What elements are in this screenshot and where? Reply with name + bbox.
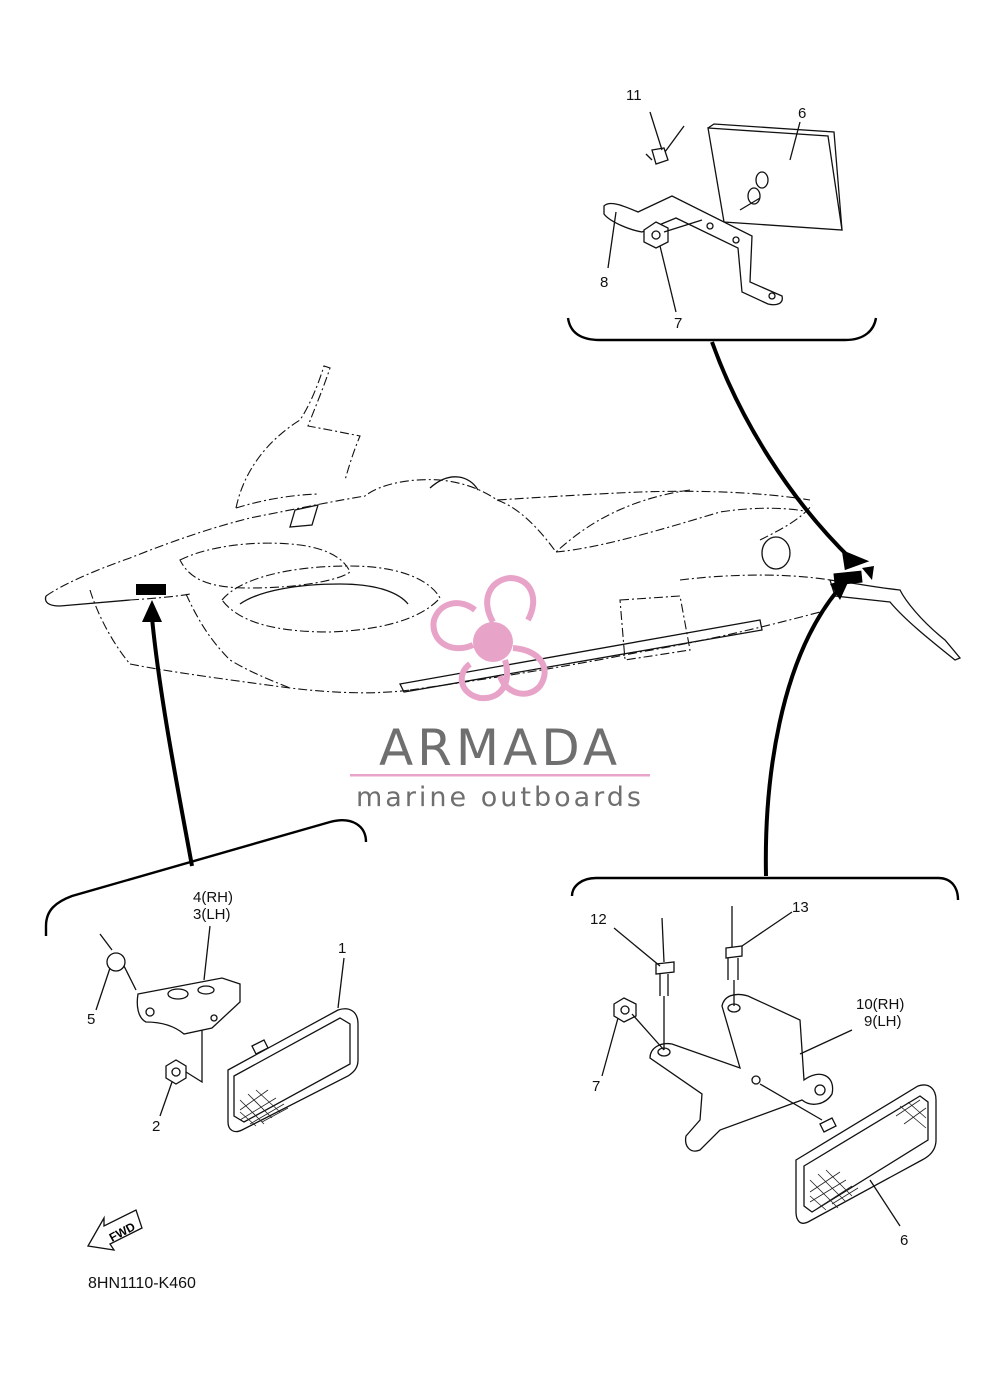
fwd-arrow-icon: FWD [86, 1209, 143, 1251]
watermark-subtitle: marine outboards [356, 782, 644, 813]
watermark-logo: ARMADA marine outboards [350, 574, 650, 813]
callout-2: 2 [152, 1118, 160, 1135]
callout-11: 11 [626, 87, 642, 104]
callout-10-rh: 10(RH) [856, 996, 904, 1013]
callout-7-bottom: 7 [592, 1078, 600, 1095]
callout-12: 12 [590, 911, 607, 928]
callout-4-rh: 4(RH) [193, 889, 233, 906]
callout-3-lh: 3(LH) [193, 906, 231, 923]
connector-arrows [142, 341, 870, 877]
diagram-code: 8HN1110-K460 [88, 1275, 196, 1292]
callout-7-top: 7 [674, 315, 682, 332]
reflector-hatch [809, 1099, 927, 1211]
propeller-icon [430, 574, 548, 702]
callout-9-lh: 9(LH) [864, 1013, 902, 1030]
callout-6-top: 6 [798, 105, 806, 122]
callout-8: 8 [600, 274, 608, 291]
reflector-hatch [239, 1089, 289, 1127]
inset-front-reflector: 4(RH) 3(LH) 1 5 2 [44, 819, 368, 1135]
callout-1: 1 [338, 940, 346, 957]
snowmobile-outline [44, 365, 962, 694]
callout-13: 13 [792, 899, 809, 916]
watermark-title: ARMADA [379, 719, 621, 777]
callout-6-bottom: 6 [900, 1232, 908, 1249]
inset-rear-side-reflector: 12 13 10(RH) 9(LH) 7 6 [570, 876, 960, 1249]
callout-5: 5 [87, 1011, 95, 1028]
inset-rear-reflector: 11 6 8 7 [566, 87, 878, 342]
